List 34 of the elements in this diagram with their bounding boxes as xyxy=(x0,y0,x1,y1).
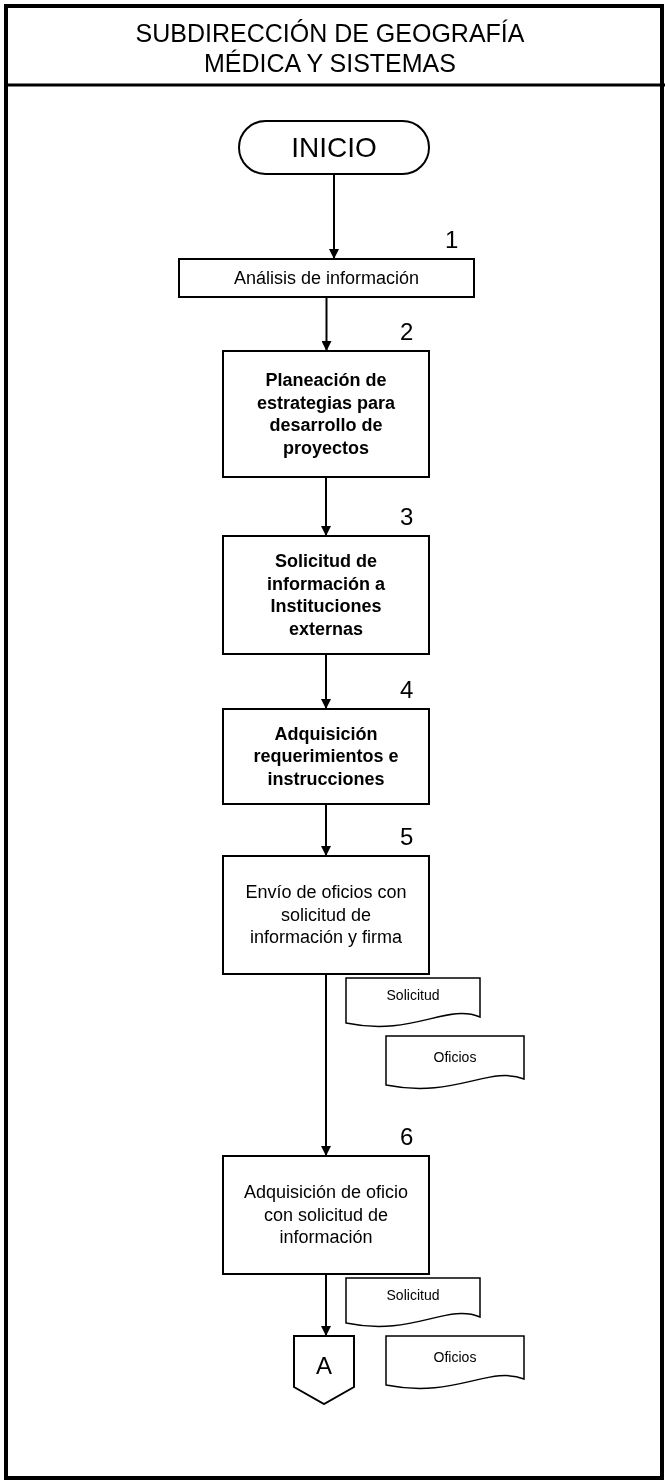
process-box xyxy=(222,708,430,805)
node-label: Oficios xyxy=(433,1049,477,1067)
arrow xyxy=(321,974,331,1156)
step-number: 6 xyxy=(400,1123,414,1151)
step-number: 2 xyxy=(400,318,414,346)
arrow xyxy=(321,1274,331,1336)
process-box xyxy=(222,1155,430,1275)
arrow xyxy=(321,654,331,709)
node-label: Solicitud xyxy=(386,987,440,1005)
process-box xyxy=(222,855,430,975)
node-label: Solicitud xyxy=(386,1287,440,1305)
step-number: 5 xyxy=(400,823,414,851)
node-label: Solicitud de información a Instituciones externas xyxy=(266,550,386,640)
node-label: Adquisición de oficio con solicitud de información xyxy=(242,1181,410,1249)
node-label: Adquisición requerimientos e instrucciones xyxy=(252,722,400,791)
process-box xyxy=(178,258,475,298)
node-label: A xyxy=(316,1351,332,1381)
step-number: 3 xyxy=(400,503,414,531)
arrow xyxy=(321,477,331,536)
node-label: Análisis de información xyxy=(233,266,420,290)
arrow xyxy=(321,297,332,351)
start-terminal xyxy=(238,120,430,175)
node-label: Envío de oficios con solicitud de información y firma xyxy=(244,881,408,949)
step-number: 1 xyxy=(445,226,459,254)
off-page-connector xyxy=(293,1335,355,1405)
node-label: Oficios xyxy=(433,1349,477,1367)
arrow xyxy=(321,804,331,856)
title: SUBDIRECCIÓN DE GEOGRAFÍA MÉDICA Y SISTEMAS xyxy=(134,18,526,78)
process-box xyxy=(222,535,430,655)
node-label: INICIO xyxy=(291,131,377,165)
node-label: Planeación de estrategias para desarrollo de proyectos xyxy=(255,369,397,459)
arrow xyxy=(329,174,339,259)
step-number: 4 xyxy=(400,676,414,704)
process-box xyxy=(222,350,430,478)
